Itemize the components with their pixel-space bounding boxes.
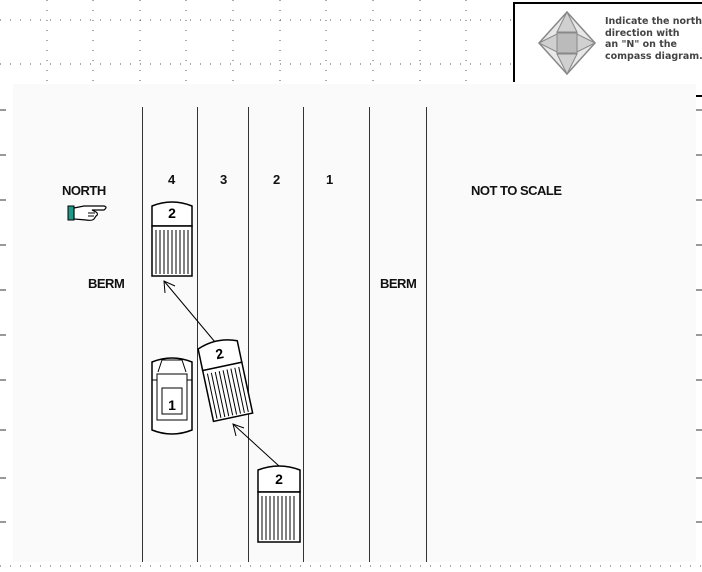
lane-number-4: 4 [168, 172, 175, 187]
diagram-canvas [13, 84, 696, 562]
berm-label-right: BERM [380, 276, 417, 291]
lane-line [248, 107, 249, 562]
vehicle-2-initial-label: 2 [275, 471, 283, 487]
lane-line [303, 107, 304, 562]
scale-note: NOT TO SCALE [471, 183, 562, 198]
vehicle-2-final-label: 2 [168, 205, 176, 221]
vehicle-1: 1 [151, 357, 193, 435]
pointing-hand-icon [67, 205, 107, 221]
lane-line [369, 107, 370, 562]
lane-line [197, 107, 198, 562]
vehicle-1-label: 1 [168, 397, 176, 413]
compass-instruction: Indicate the north direction with an "N"… [605, 16, 702, 62]
compass-icon[interactable] [537, 10, 597, 76]
compass-panel: Indicate the north direction with an "N"… [513, 2, 702, 82]
north-label: NORTH [62, 183, 106, 198]
lane-line [142, 107, 143, 562]
lane-number-2: 2 [273, 172, 280, 187]
berm-label-left: BERM [88, 276, 125, 291]
lane-number-1: 1 [326, 172, 333, 187]
vehicle-2-impact-label: 2 [214, 345, 225, 362]
vehicle-2-impact: 2 [197, 339, 254, 423]
vehicle-2-initial: 2 [257, 465, 301, 543]
lane-number-3: 3 [220, 172, 227, 187]
lane-line [426, 107, 427, 562]
vehicle-2-final: 2 [151, 201, 193, 277]
